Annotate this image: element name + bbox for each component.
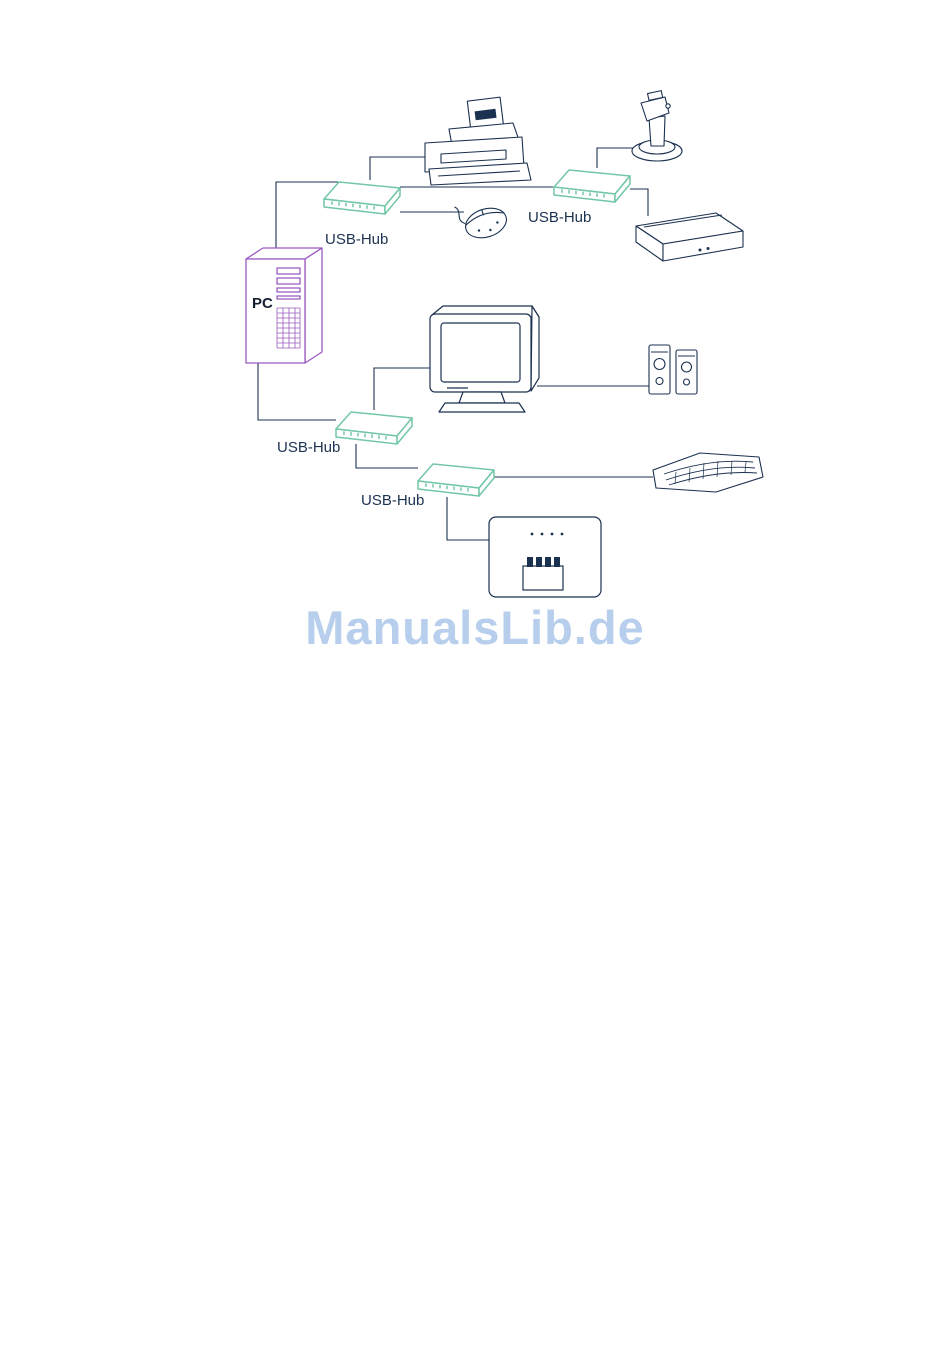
usb-hub-label-2: USB-Hub — [528, 209, 592, 226]
speakers-icon — [648, 344, 698, 395]
keyboard-icon — [652, 452, 764, 493]
joystick-icon — [631, 90, 683, 162]
usb-hub-icon-3 — [335, 411, 413, 445]
mouse-icon — [454, 206, 507, 239]
usb-hub-label-1: USB-Hub — [325, 231, 389, 248]
scanner-icon — [635, 212, 744, 262]
usb-hub-label-4: USB-Hub — [361, 492, 425, 509]
usb-hub-icon-1 — [323, 181, 401, 215]
watermark: ManualsLib.de — [305, 601, 645, 654]
printer-icon — [424, 96, 532, 186]
connection-lines — [257, 147, 653, 541]
monitor-icon — [429, 305, 540, 413]
usb-device-box-icon — [488, 516, 602, 598]
pc-tower-icon — [245, 247, 323, 364]
usb-hub-icon-4 — [417, 463, 495, 497]
pc-label: PC — [252, 295, 273, 312]
usb-hub-icon-2 — [553, 169, 631, 203]
usb-hub-label-3: USB-Hub — [277, 439, 341, 456]
